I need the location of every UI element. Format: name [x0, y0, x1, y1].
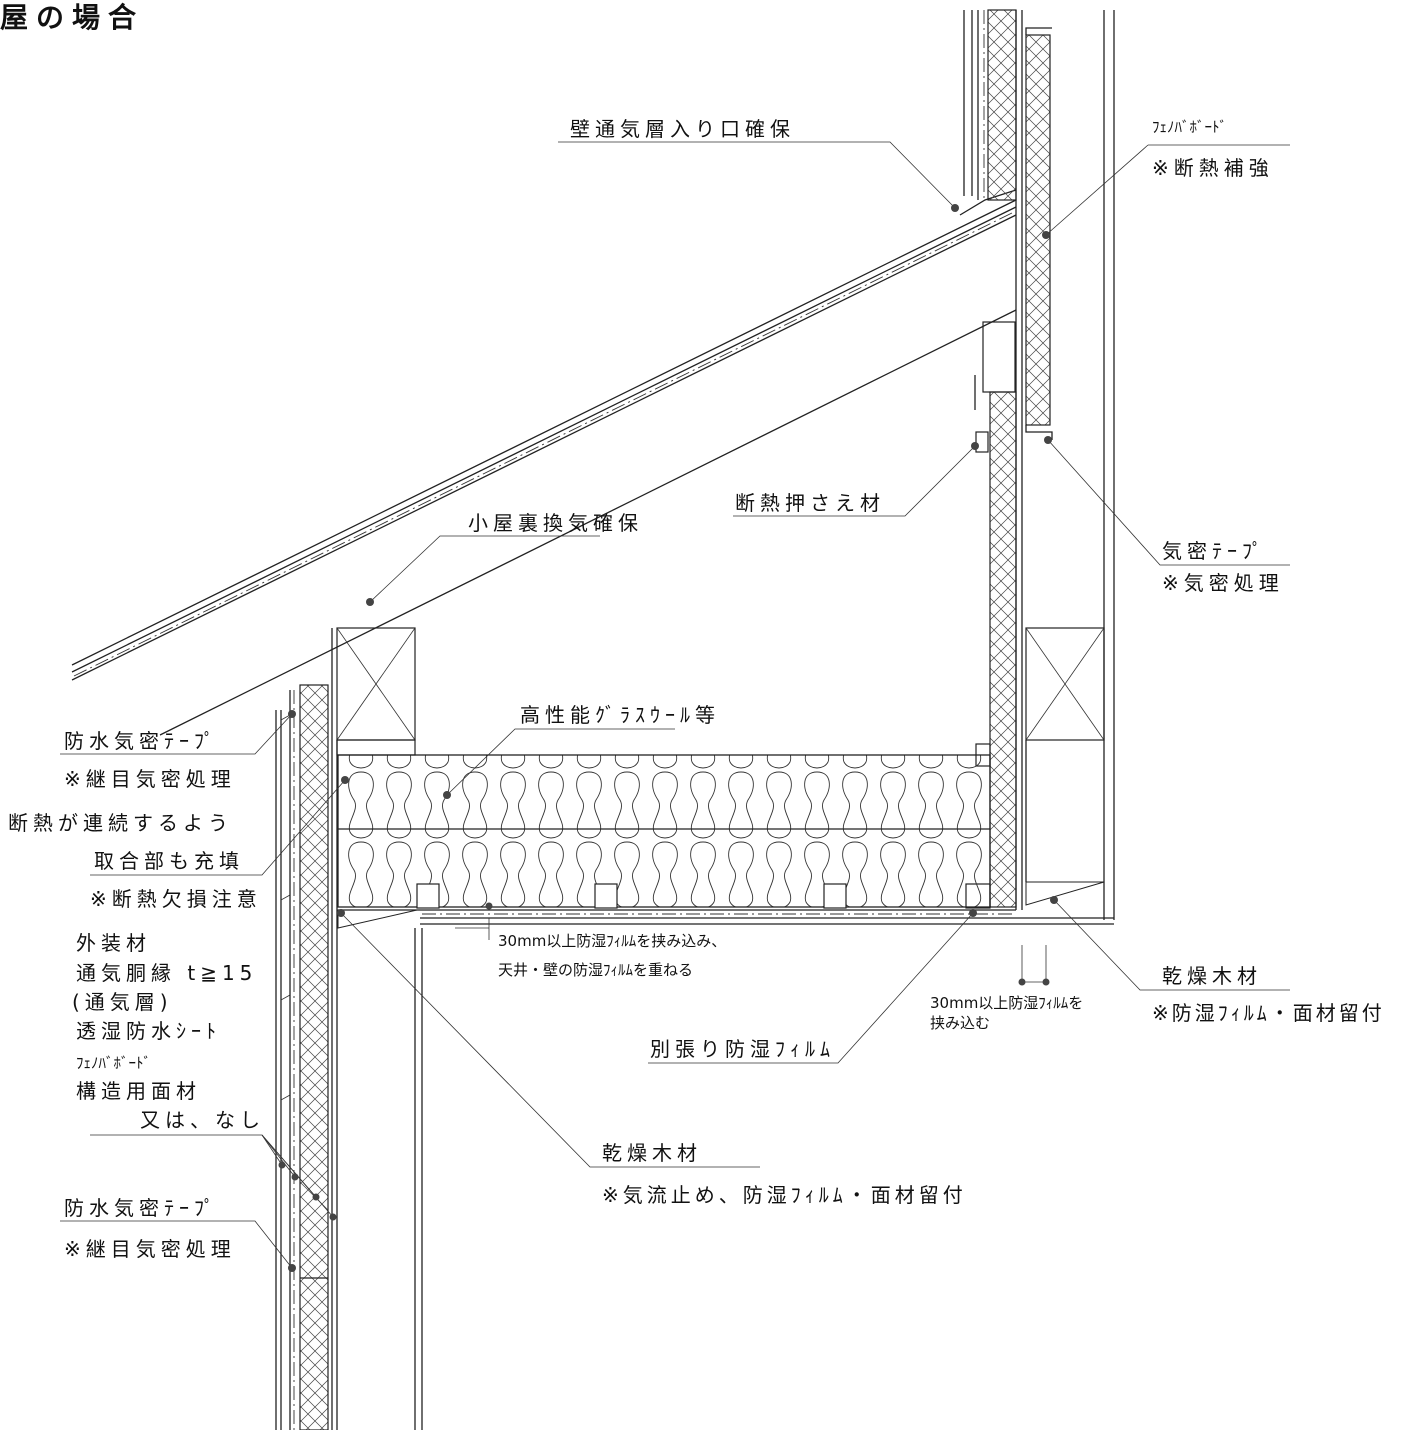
label-dry-lumber-bottom-note: ※気流止め、防湿ﾌｨﾙﾑ・面材留付 — [602, 1183, 967, 1207]
label-furring: 通気胴縁 t≧15 — [76, 961, 257, 985]
label-phenol-board-wall: ﾌｪﾉﾊﾞﾎﾞｰﾄﾞ — [76, 1054, 151, 1072]
label-film-30mm-b: 30mm以上防湿ﾌｨﾙﾑを — [930, 994, 1083, 1012]
label-vent-inlet: 壁通気層入り口確保 — [570, 117, 795, 141]
label-dry-lumber-right: 乾燥木材 — [1162, 964, 1262, 988]
leaders — [60, 141, 1290, 1272]
label-joint-seal-1: ※継目気密処理 — [64, 767, 236, 791]
annotation-labels: 壁通気層入り口確保 ﾌｪﾉﾊﾞﾎﾞｰﾄﾞ ※断熱補強 断熱押さえ材 小屋裏換気確… — [8, 117, 1385, 1261]
label-dry-lumber-right-note: ※防湿ﾌｨﾙﾑ・面材留付 — [1152, 1001, 1385, 1025]
label-film-30mm-a: 30mm以上防湿ﾌｨﾙﾑを挟み込み、 — [498, 932, 726, 950]
dim-ticks — [488, 918, 1047, 985]
label-airtight-treat: ※気密処理 — [1162, 571, 1284, 595]
label-film-30mm-b2: 挟み込む — [930, 1014, 990, 1032]
label-attic-vent: 小屋裏換気確保 — [468, 511, 643, 535]
ceiling-insulation — [337, 754, 1114, 929]
lower-wall — [275, 627, 423, 1430]
label-glasswool: 高性能ｸﾞﾗｽｳｰﾙ等 — [520, 703, 720, 727]
label-insul-holder: 断熱押さえ材 — [735, 491, 885, 515]
label-film-overlap: 天井・壁の防湿ﾌｨﾙﾑを重ねる — [498, 961, 693, 979]
label-wp-tape-1: 防水気密ﾃｰﾌﾟ — [64, 729, 219, 753]
upper-wall — [963, 9, 1115, 920]
label-wp-tape-2: 防水気密ﾃｰﾌﾟ — [64, 1196, 219, 1220]
page-title: 屋の場合 — [0, 1, 144, 34]
label-or-none: 又は、なし — [140, 1108, 265, 1132]
label-exterior: 外装材 — [76, 931, 151, 955]
label-airtight-tape: 気密ﾃｰﾌﾟ — [1162, 539, 1267, 563]
label-air-layer: (通気層) — [72, 990, 173, 1014]
label-dry-lumber-bottom: 乾燥木材 — [602, 1141, 702, 1165]
roof-assembly — [71, 189, 1017, 736]
label-insul-reinforce: ※断熱補強 — [1152, 156, 1274, 180]
label-insul-defect: ※断熱欠損注意 — [90, 887, 262, 911]
label-phenol-board-top: ﾌｪﾉﾊﾞﾎﾞｰﾄﾞ — [1152, 118, 1227, 136]
label-cont-insul-2: 取合部も充填 — [94, 849, 244, 873]
label-breathable-sheet: 透湿防水ｼｰﾄ — [76, 1019, 221, 1043]
label-structural-panel: 構造用面材 — [76, 1079, 201, 1103]
label-joint-seal-2: ※継目気密処理 — [64, 1237, 236, 1261]
label-cont-insul-1: 断熱が連続するよう — [8, 811, 233, 835]
label-separate-film: 別張り防湿ﾌｨﾙﾑ — [650, 1037, 835, 1061]
knee-wall — [965, 321, 1017, 909]
